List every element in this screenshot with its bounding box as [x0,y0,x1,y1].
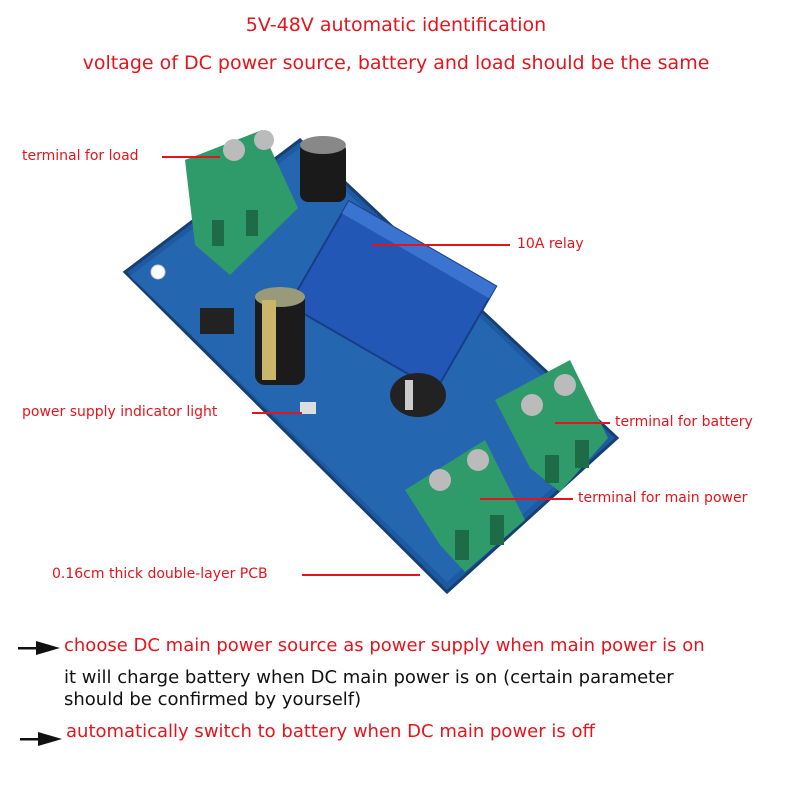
callout-line [162,156,220,158]
note-battery-switch: automatically switch to battery when DC … [66,721,595,742]
arrow-right-icon [20,732,62,746]
callout-indicator-light: power supply indicator light [22,404,218,420]
title-line-1: 5V-48V automatic identification [245,14,547,36]
indicator-led [300,402,316,414]
callout-load-terminal: terminal for load [22,148,139,164]
callout-battery-terminal: terminal for battery [615,414,753,430]
note-charge-line-1: it will charge battery when DC main powe… [64,667,674,688]
callout-line [555,422,610,424]
callout-line [372,244,510,246]
callout-line [302,574,420,576]
callout-pcb: 0.16cm thick double-layer PCB [52,566,268,582]
callout-main-power-terminal: terminal for main power [578,490,748,506]
relay [287,199,498,392]
capacitor-large [255,287,305,385]
diode [390,373,446,417]
note-charge-line-2: should be confirmed by yourself) [64,689,362,710]
mounting-hole [150,264,166,280]
ic-chip [200,308,234,334]
title-line-2: voltage of DC power source, battery and … [82,52,710,74]
capacitor-small [300,136,346,202]
callout-line [480,498,573,500]
terminal-load [185,130,298,275]
note-main-power: choose DC main power source as power sup… [64,635,705,656]
terminal-battery [495,360,608,492]
callout-relay: 10A relay [517,236,584,252]
arrow-right-icon [18,641,60,655]
callout-line [252,412,302,414]
terminal-main-power [405,440,525,572]
